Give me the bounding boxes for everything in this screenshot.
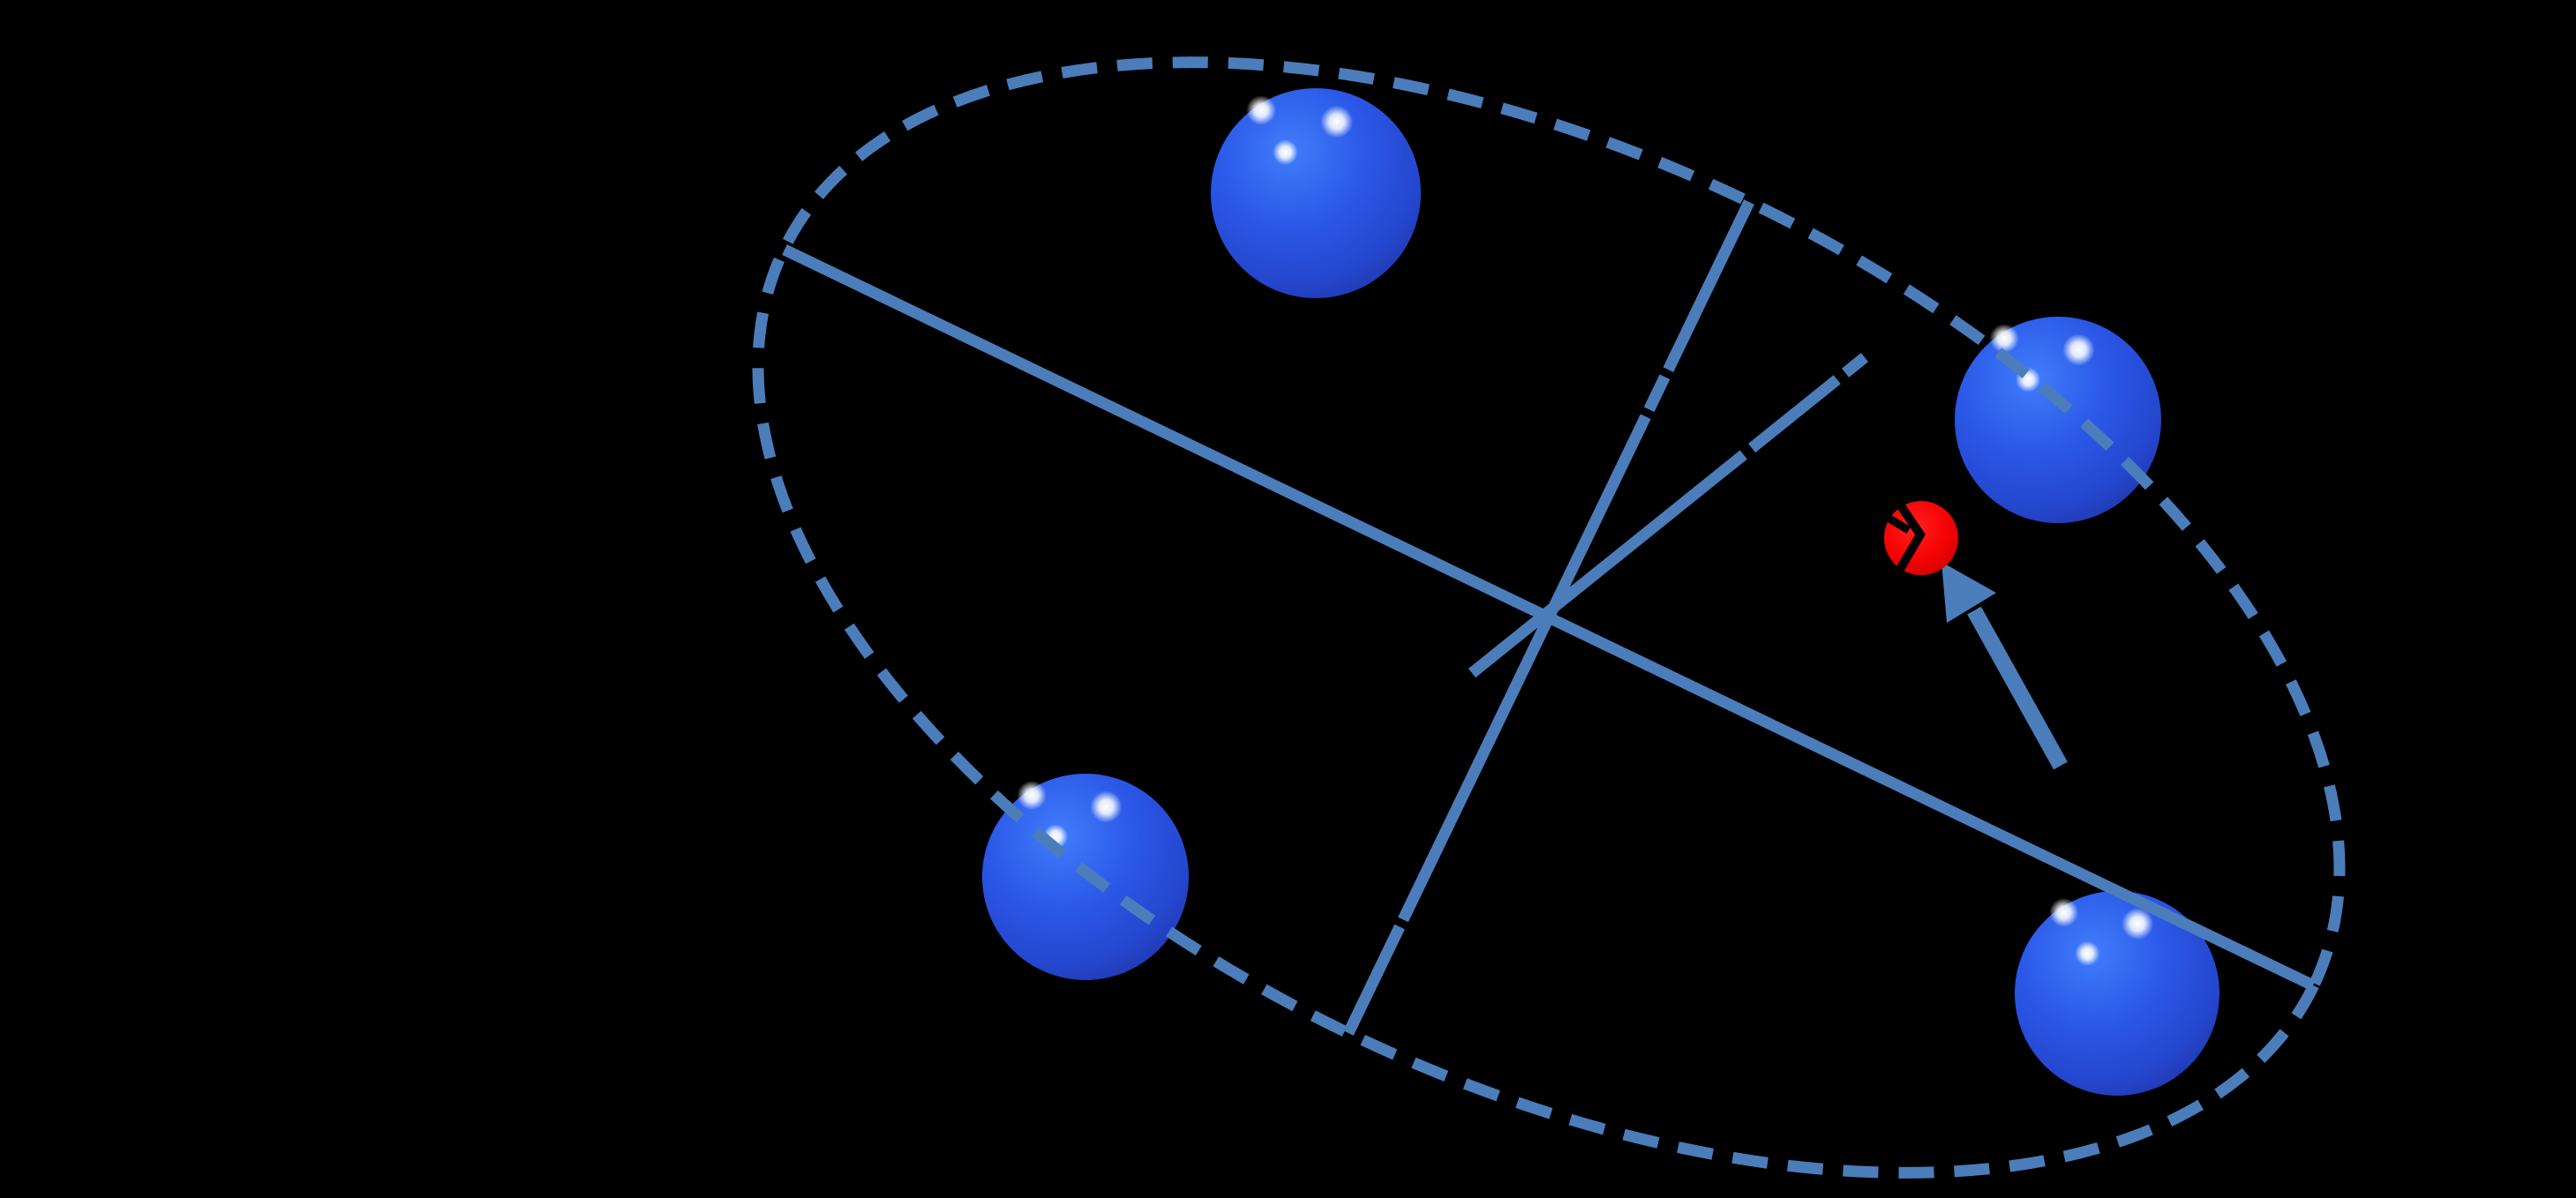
- planet-sphere-top-right-glint-2: [2062, 333, 2095, 366]
- planet-sphere-top-right: [1955, 317, 2161, 523]
- planet-sphere-bottom-right-glint-3: [2075, 940, 2100, 966]
- planet-sphere-top-glint-3: [1273, 139, 1298, 166]
- planet-sphere-bottom-left-glint-2: [1090, 790, 1123, 823]
- oblique-radius-line: [1468, 352, 1869, 678]
- planet-sphere-top-glint-1: [1246, 95, 1276, 125]
- focus-pointer-arrow: [1941, 562, 2068, 770]
- focus-pointer-arrow-head: [1941, 562, 1996, 623]
- focus-marker-chevron-icon: [1894, 499, 1926, 573]
- planet-sphere-bottom-right-glint-1: [2049, 897, 2079, 927]
- planet-sphere-top: [1211, 88, 1421, 298]
- planet-sphere-top-glint-2: [1320, 105, 1354, 139]
- planet-sphere-top-right-glint-1: [1989, 323, 2019, 354]
- focus-marker-tick-icon: [1882, 513, 1911, 534]
- planet-sphere-bottom-left-glint-1: [1017, 780, 1047, 811]
- orbit-path: [752, 56, 2346, 1179]
- focus-pointer-arrow-shaft: [1967, 606, 2068, 770]
- planet-sphere-bottom-right: [2015, 891, 2219, 1096]
- planet-sphere-top-body: [1211, 88, 1421, 298]
- focus-marker: [1882, 499, 1958, 575]
- planet-sphere-bottom-right-body: [2015, 891, 2219, 1096]
- planet-sphere-top-right-body: [1955, 317, 2161, 523]
- planet-sphere-bottom-right-glint-2: [2122, 908, 2154, 940]
